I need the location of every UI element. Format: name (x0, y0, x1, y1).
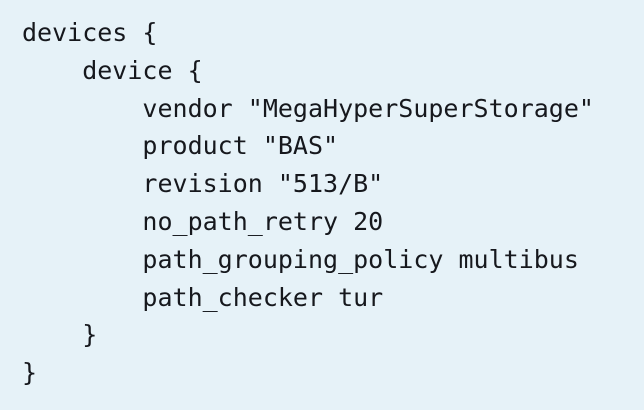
code-line: path_grouping_policy multibus (22, 244, 579, 274)
code-line: no_path_retry 20 (22, 206, 384, 236)
code-line: devices { (22, 18, 158, 47)
code-line: } (22, 358, 38, 388)
code-line: } (22, 320, 98, 350)
code-line: revision "513/B" (22, 169, 384, 199)
code-line: product "BAS" (22, 131, 339, 161)
code-line: path_checker tur (22, 282, 384, 312)
code-line: vendor "MegaHyperSuperStorage" (22, 93, 594, 123)
code-line: device { (22, 55, 203, 85)
